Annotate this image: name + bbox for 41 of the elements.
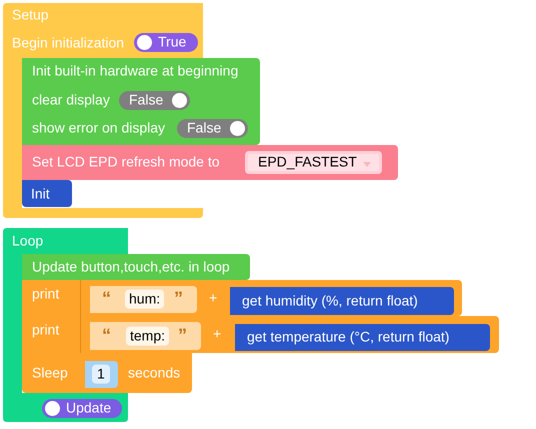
toggle-switch: False bbox=[177, 119, 248, 138]
sleep-block bbox=[22, 353, 192, 393]
block-label: Sleep bbox=[32, 364, 68, 382]
block-label: get humidity (%, return float) bbox=[242, 292, 418, 310]
quote-mark: “ bbox=[102, 325, 111, 347]
toggle-switch: True bbox=[134, 33, 198, 52]
block-label: Set LCD EPD refresh mode to bbox=[32, 154, 220, 170]
block-label: print bbox=[32, 322, 60, 338]
block-label: Update button,touch,etc. in loop bbox=[32, 258, 230, 276]
string-block bbox=[90, 322, 201, 350]
refresh-mode-block bbox=[22, 145, 398, 180]
block-label: seconds bbox=[128, 364, 180, 382]
update-block bbox=[22, 254, 250, 280]
quote-mark: ” bbox=[178, 325, 187, 347]
block-label: clear display bbox=[32, 92, 110, 108]
sensor-value-block bbox=[230, 287, 454, 315]
text-field: temp: bbox=[126, 326, 170, 346]
hardware-init-block bbox=[22, 58, 260, 145]
sensor-init-block bbox=[22, 180, 72, 207]
print-block bbox=[22, 316, 499, 353]
block-label: Loop bbox=[12, 232, 44, 250]
dropdown-field: EPD_FASTEST bbox=[245, 151, 382, 174]
block-label: Begin initialization bbox=[12, 34, 124, 52]
toggle-switch: False bbox=[119, 91, 190, 110]
sensor-value-block bbox=[235, 324, 490, 351]
block-label: get temperature (°C, return float) bbox=[247, 328, 450, 346]
block-label: print bbox=[32, 286, 60, 302]
toggle-switch: Update bbox=[42, 399, 122, 418]
quote-mark: ” bbox=[174, 288, 183, 310]
string-block bbox=[90, 286, 197, 313]
plus-operator: + bbox=[209, 290, 218, 306]
plus-operator: + bbox=[213, 326, 222, 342]
block-label: Setup bbox=[12, 6, 49, 24]
block-label: show error on display bbox=[32, 120, 166, 136]
print-block bbox=[22, 280, 462, 316]
number-block bbox=[85, 361, 118, 388]
block-label: Init bbox=[31, 186, 50, 202]
text-field: hum: bbox=[125, 290, 164, 308]
block-label: Init built-in hardware at beginning bbox=[32, 62, 238, 80]
quote-mark: “ bbox=[102, 288, 111, 310]
number-field: 1 bbox=[92, 364, 110, 384]
